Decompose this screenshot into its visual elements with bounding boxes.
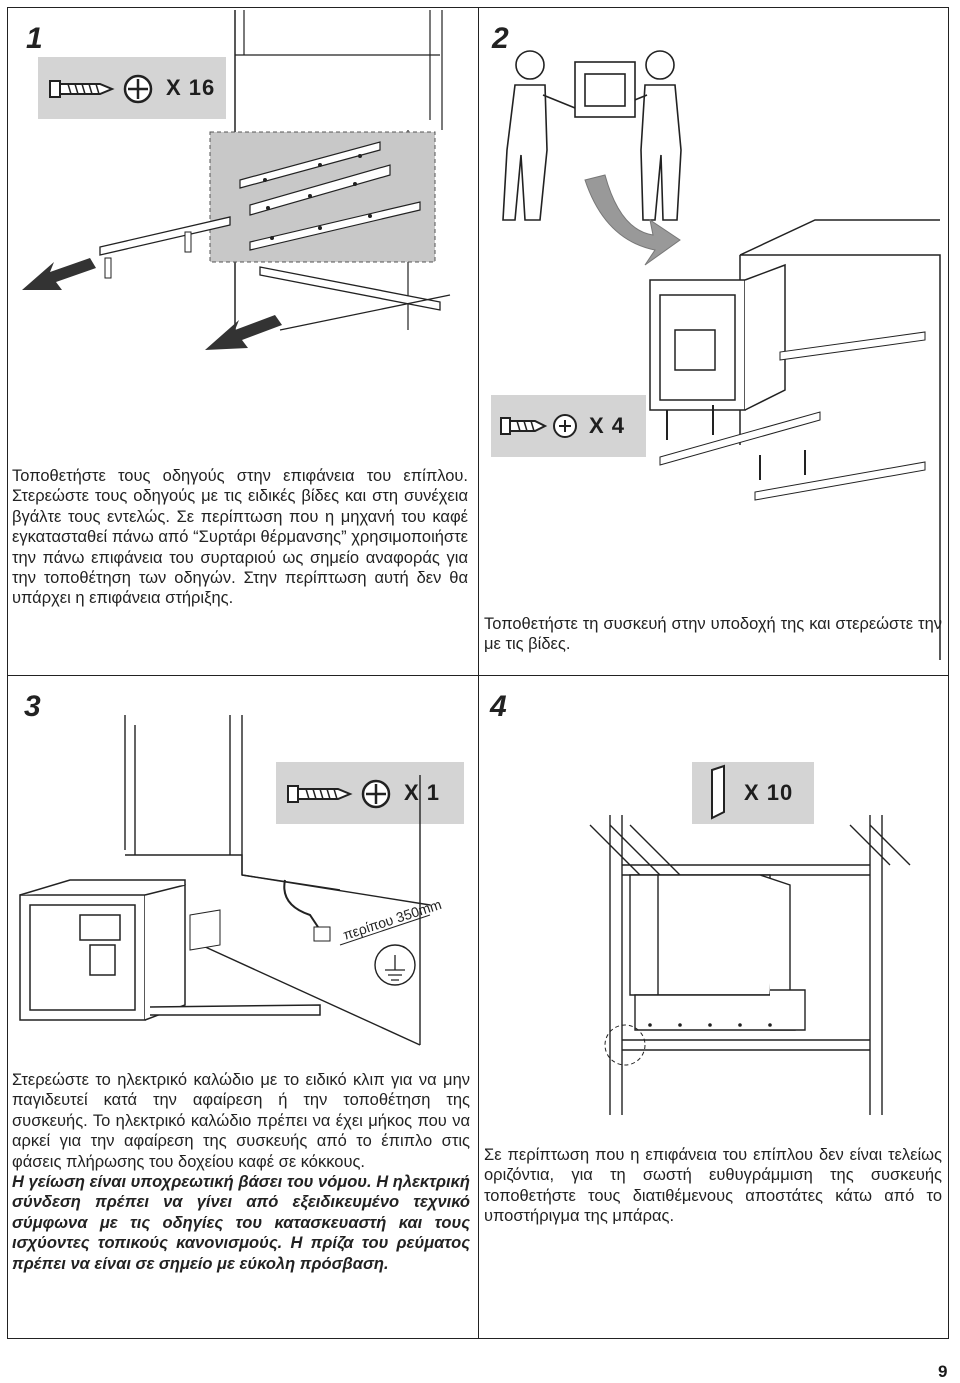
step-3-text: Στερεώστε το ηλεκτρικό καλώδιο με το ειδ… [12, 1070, 470, 1274]
screw-icon [287, 779, 391, 809]
step-2-illustration [502, 50, 941, 660]
step-3-illustration: περίπου 350mm [19, 715, 443, 1046]
screw-icon [500, 414, 577, 438]
step-3-count: X 1 [404, 780, 441, 805]
step-3-warning: Η γείωση είναι υποχρεωτική βάσει του νόμ… [12, 1173, 470, 1273]
step-2-count: X 4 [589, 413, 626, 438]
step-4-badge: X 10 [692, 762, 814, 824]
step-1-illustration [22, 10, 451, 350]
step-2-number: 2 [492, 22, 509, 55]
step-1-number: 1 [26, 22, 43, 55]
step-3-badge: X 1 [276, 762, 464, 824]
step-1-badge: X 16 [38, 57, 226, 119]
step-3-dimension-label: περίπου 350mm [341, 896, 443, 943]
screw-icon [49, 74, 153, 104]
step-1-text: Τοποθετήστε τους οδηγούς στην επιφάνεια … [12, 467, 468, 608]
step-1-count: X 16 [166, 75, 216, 100]
step-4-count: X 10 [744, 780, 794, 805]
column-divider [478, 7, 479, 1339]
row-divider [7, 675, 949, 676]
step-4-text: Σε περίπτωση που η επιφάνεια του επίπλου… [484, 1146, 942, 1226]
step-4-illustration [589, 815, 911, 1115]
step-3-instruction: Στερεώστε το ηλεκτρικό καλώδιο με το ειδ… [12, 1071, 470, 1171]
step-3-number: 3 [24, 690, 41, 723]
page-number: 9 [938, 1362, 948, 1381]
step-2-badge: X 4 [491, 395, 646, 457]
spacer-icon [711, 764, 725, 820]
step-4-number: 4 [490, 690, 507, 723]
step-2-text: Τοποθετήστε τη συσκευή στην υποδοχή της … [484, 615, 942, 654]
